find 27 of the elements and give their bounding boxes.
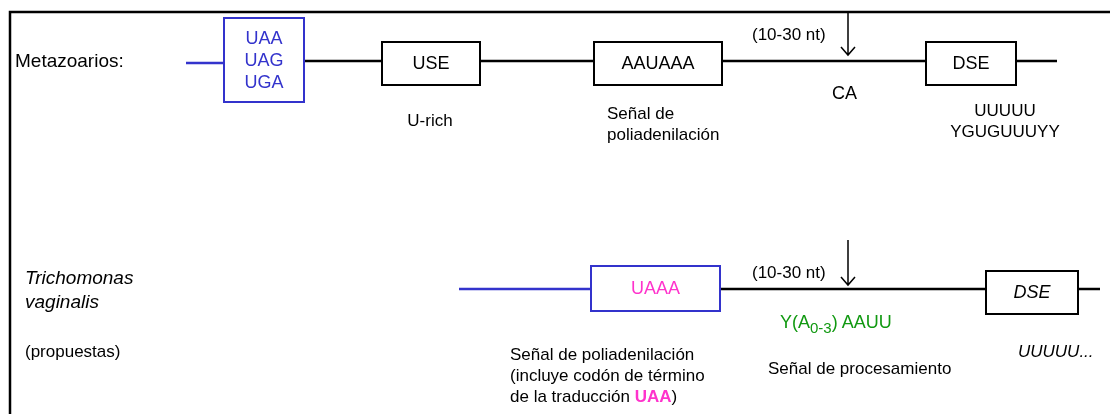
sequence-line xyxy=(721,287,985,291)
sequence-line xyxy=(459,287,590,291)
label-text: Señal de procesamiento xyxy=(768,358,953,379)
annotation-text: Señal de poliadenilación (incluye codón de término de la traducción UAA) xyxy=(510,344,706,407)
sequence-line xyxy=(305,59,381,63)
sequence-box: UAA UAG UGA xyxy=(223,17,305,103)
label-text: CA xyxy=(832,83,858,104)
label-text: Metazoarios: xyxy=(15,50,125,71)
label-text: Y(A$_{0-3}$) AAUU xyxy=(780,312,893,338)
sequence-box: USE xyxy=(381,41,481,86)
sequence-line xyxy=(1079,287,1100,291)
label-text: Trichomonas vaginalis xyxy=(25,266,135,314)
sequence-box: AAUAAA xyxy=(593,41,723,86)
annotation-text: U-rich xyxy=(406,110,454,131)
sequence-box: DSE xyxy=(985,270,1079,315)
annotation-text: UUUUU YGUGUUUYY xyxy=(949,100,1061,142)
annotation-text: Señal de poliadenilación xyxy=(607,103,721,145)
sequence-line xyxy=(186,61,223,65)
annotation-text: UUUUU... xyxy=(1018,341,1095,362)
sequence-line xyxy=(481,59,593,63)
label-text: (10-30 nt) xyxy=(752,262,827,283)
label-text: (propuestas) xyxy=(25,341,122,362)
sequence-box: UAAA xyxy=(590,265,721,312)
label-text: (10-30 nt) xyxy=(752,24,827,45)
sequence-line xyxy=(723,59,925,63)
sequence-line xyxy=(1017,59,1057,63)
sequence-box: DSE xyxy=(925,41,1017,86)
